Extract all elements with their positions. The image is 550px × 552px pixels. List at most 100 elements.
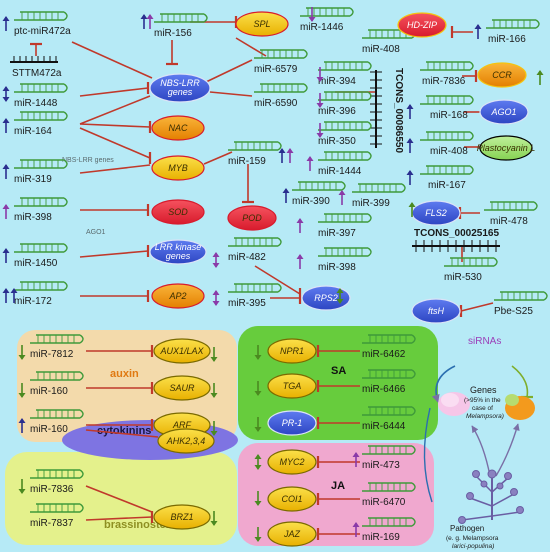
gene-label-pr1: PR-1: [282, 418, 303, 428]
auxin-label: auxin: [110, 368, 139, 380]
gene-ahk: AHK2,3,4: [157, 428, 215, 454]
mirna-m6462: miR-6462: [362, 334, 416, 360]
tcons-00086550-element: [370, 70, 382, 148]
direction-arrow-both: [254, 454, 262, 470]
gene-label-fls2: FLS2: [425, 208, 447, 218]
tcons-00025165-label: TCONS_00025165: [414, 228, 499, 239]
direction-arrow-up: [146, 14, 154, 29]
genes-note-1: (>95% in the: [464, 397, 501, 404]
pathogen-note-2: larici-populina): [452, 543, 494, 550]
mirna-label-m168: miR-168: [430, 110, 468, 121]
mirna-label-m350: miR-350: [318, 136, 356, 147]
mirna-label-m156: miR-156: [154, 28, 192, 39]
mirna-m6590: miR-6590: [254, 83, 308, 109]
direction-arrow-up: [2, 16, 10, 31]
gene-ftsh: ftsH: [411, 298, 461, 324]
gene-label-myb: MYB: [168, 163, 188, 173]
gene-hdzip: HD-ZIP: [397, 12, 447, 38]
mirna-m166: miR-166: [486, 19, 540, 45]
direction-arrow-both: [212, 252, 220, 268]
direction-arrow-up: [2, 164, 10, 179]
direction-arrow-up: [286, 148, 294, 163]
mirna-m167: miR-167: [420, 165, 474, 191]
tcons-00025165-element: [412, 240, 500, 252]
pathogen-note-1: (e. g. Melampsora: [446, 535, 499, 542]
sttm472a-label: STTM472a: [12, 68, 62, 79]
direction-arrow-up: [2, 118, 10, 133]
mirna-label-m408b: miR-408: [430, 146, 468, 157]
mirna-label-m399: miR-399: [352, 198, 390, 209]
direction-arrow-up: [352, 522, 360, 537]
mirna-m6579: miR-6579: [254, 49, 308, 75]
mirna-label-m7812: miR-7812: [30, 349, 74, 360]
mirna-label-m1450: miR-1450: [14, 258, 58, 269]
direction-arrow-down: [316, 123, 324, 138]
direction-arrow-up: [10, 288, 18, 303]
mirna-label-m164: miR-164: [14, 126, 52, 137]
direction-arrow-up: [2, 204, 10, 219]
mirna-label-m166: miR-166: [488, 34, 526, 45]
gene-pr1: PR-1: [267, 410, 317, 436]
mirna-m478: miR-478: [484, 201, 538, 227]
mirna-label-m6462: miR-6462: [362, 349, 406, 360]
mirna-label-m6470: miR-6470: [362, 497, 406, 508]
mirna-m319: miR-319: [14, 159, 68, 185]
mirna-m7836b: miR-7836: [30, 469, 84, 495]
mirna-label-m172: miR-172: [14, 296, 52, 307]
mirna-m399: miR-399: [352, 183, 406, 209]
mirna-m473: miR-473: [362, 445, 416, 471]
gene-myc2: MYC2: [267, 449, 317, 475]
mirna-m168: miR-168: [420, 95, 474, 121]
mirna-m6470: miR-6470: [362, 482, 416, 508]
mirna-label-m7836b: miR-7836: [30, 484, 74, 495]
gene-ago1: AGO1: [479, 99, 529, 125]
mirna-m390: miR-390: [292, 181, 346, 207]
mirna-m7836a: miR-7836: [420, 61, 474, 87]
pathogen-spore-icon: [458, 469, 524, 524]
mirna-label-m408a: miR-408: [362, 44, 400, 55]
mirna-label-m398a: miR-398: [14, 212, 52, 223]
mirna-label-m167: miR-167: [428, 180, 466, 191]
mirna-m160b: miR-160: [30, 409, 84, 435]
mirna-label-m160b: miR-160: [30, 424, 68, 435]
gene-label-hdzip: HD-ZIP: [407, 20, 437, 30]
gene-label-myc2: MYC2: [279, 457, 304, 467]
gene-label-jaz: JAZ: [283, 529, 301, 539]
mirna-label-m6444: miR-6444: [362, 421, 406, 432]
mirna-m394: miR-394: [318, 61, 372, 87]
gene-label-plasto: Plastocyanin L: [477, 143, 536, 153]
gene-myb: MYB: [151, 155, 205, 181]
direction-arrow-up: [140, 14, 148, 29]
gene-brz1: BRZ1: [153, 504, 211, 530]
sirnas-label: siRNAs: [468, 336, 501, 347]
mirna-m156: miR-156: [154, 13, 208, 39]
direction-arrow-up: [408, 202, 416, 217]
mirna-m530: miR-530: [444, 257, 498, 283]
gene-label-brz1: BRZ1: [170, 512, 193, 522]
mirna-m408b: miR-408: [420, 131, 474, 157]
mirna-m6444: miR-6444: [362, 406, 416, 432]
mirna-m6466: miR-6466: [362, 369, 416, 395]
gene-label-tga: TGA: [283, 381, 302, 391]
direction-arrow-down: [308, 7, 316, 22]
mirna-label-m7836a: miR-7836: [422, 76, 466, 87]
mirna-m159: miR-159: [228, 141, 282, 167]
direction-arrow-down: [316, 67, 324, 82]
direction-arrow-down: [254, 417, 262, 432]
mirna-label-m1448: miR-1448: [14, 98, 58, 109]
gene-label-npr1: NPR1: [280, 346, 304, 356]
faded-nbs-text: NBS-LRR genes: [62, 157, 114, 164]
sa-label: SA: [331, 365, 346, 377]
mirna-label-m169: miR-169: [362, 532, 400, 543]
gene-label-lrr-1: genes: [166, 251, 191, 261]
direction-arrow-up: [18, 418, 26, 433]
arrow-layer: [2, 7, 544, 542]
mirna-label-m397: miR-397: [318, 228, 356, 239]
gene-spl: SPL: [235, 11, 289, 37]
gene-label-pod: POD: [242, 213, 262, 223]
mirna-label-m390: miR-390: [292, 196, 330, 207]
mirna-ptc472a: ptc-miR472a: [14, 11, 71, 37]
